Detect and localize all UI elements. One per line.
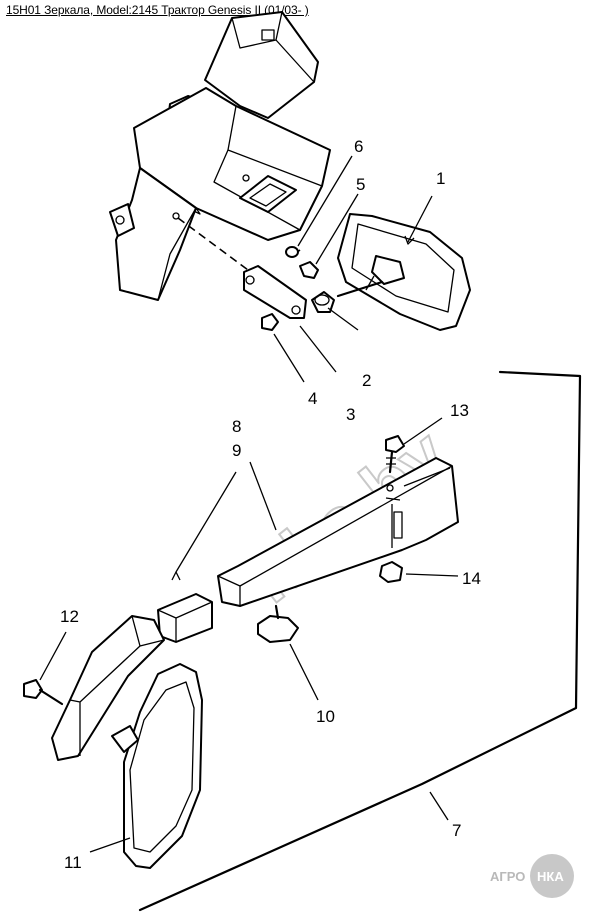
- logo-text-right: НКА: [537, 869, 564, 884]
- callout-7: 7: [452, 821, 461, 840]
- lower-arm: [51, 615, 165, 761]
- callout-3: 3: [346, 405, 355, 424]
- nut-part-4: [261, 313, 279, 331]
- mirror-glass-part-11: [111, 663, 203, 869]
- agronka-logo: АГРО НКА: [490, 854, 574, 898]
- bolt-part-12: [23, 679, 64, 706]
- page-title: 15H01 Зеркала, Model:2145 Трактор Genesi…: [6, 3, 309, 17]
- callout-1: 1: [436, 169, 445, 188]
- leader-lines: [39, 155, 459, 853]
- cab-post-assembly: [109, 11, 331, 301]
- callout-11: 11: [64, 853, 82, 872]
- callout-10: 10: [316, 707, 335, 726]
- spacer-part-2: [311, 291, 335, 313]
- logo-circle: [530, 854, 574, 898]
- callout-2: 2: [362, 371, 371, 390]
- callout-12: 12: [60, 607, 79, 626]
- callout-6: 6: [354, 137, 363, 156]
- callout-5: 5: [356, 175, 365, 194]
- callout-8: 8: [232, 417, 241, 436]
- mirror-arm-tube-part-8-9: [217, 457, 459, 607]
- knob-part-10: [257, 604, 299, 643]
- bolt-part-13: [385, 435, 405, 474]
- mirror-head-part-1: [336, 213, 471, 331]
- callout-4: 4: [308, 389, 317, 408]
- callout-9: 9: [232, 441, 241, 460]
- nut-part-14: [379, 561, 403, 583]
- callout-14: 14: [462, 569, 481, 588]
- bolt-part-5: [299, 261, 319, 279]
- callout-13: 13: [450, 401, 469, 420]
- washer-part-6: [285, 246, 299, 258]
- coupler-block: [157, 593, 213, 643]
- logo-text-left: АГРО: [490, 869, 525, 884]
- mirror-arm-plate-part-3: [243, 265, 307, 319]
- assembly-bracket-part-7: [138, 370, 582, 912]
